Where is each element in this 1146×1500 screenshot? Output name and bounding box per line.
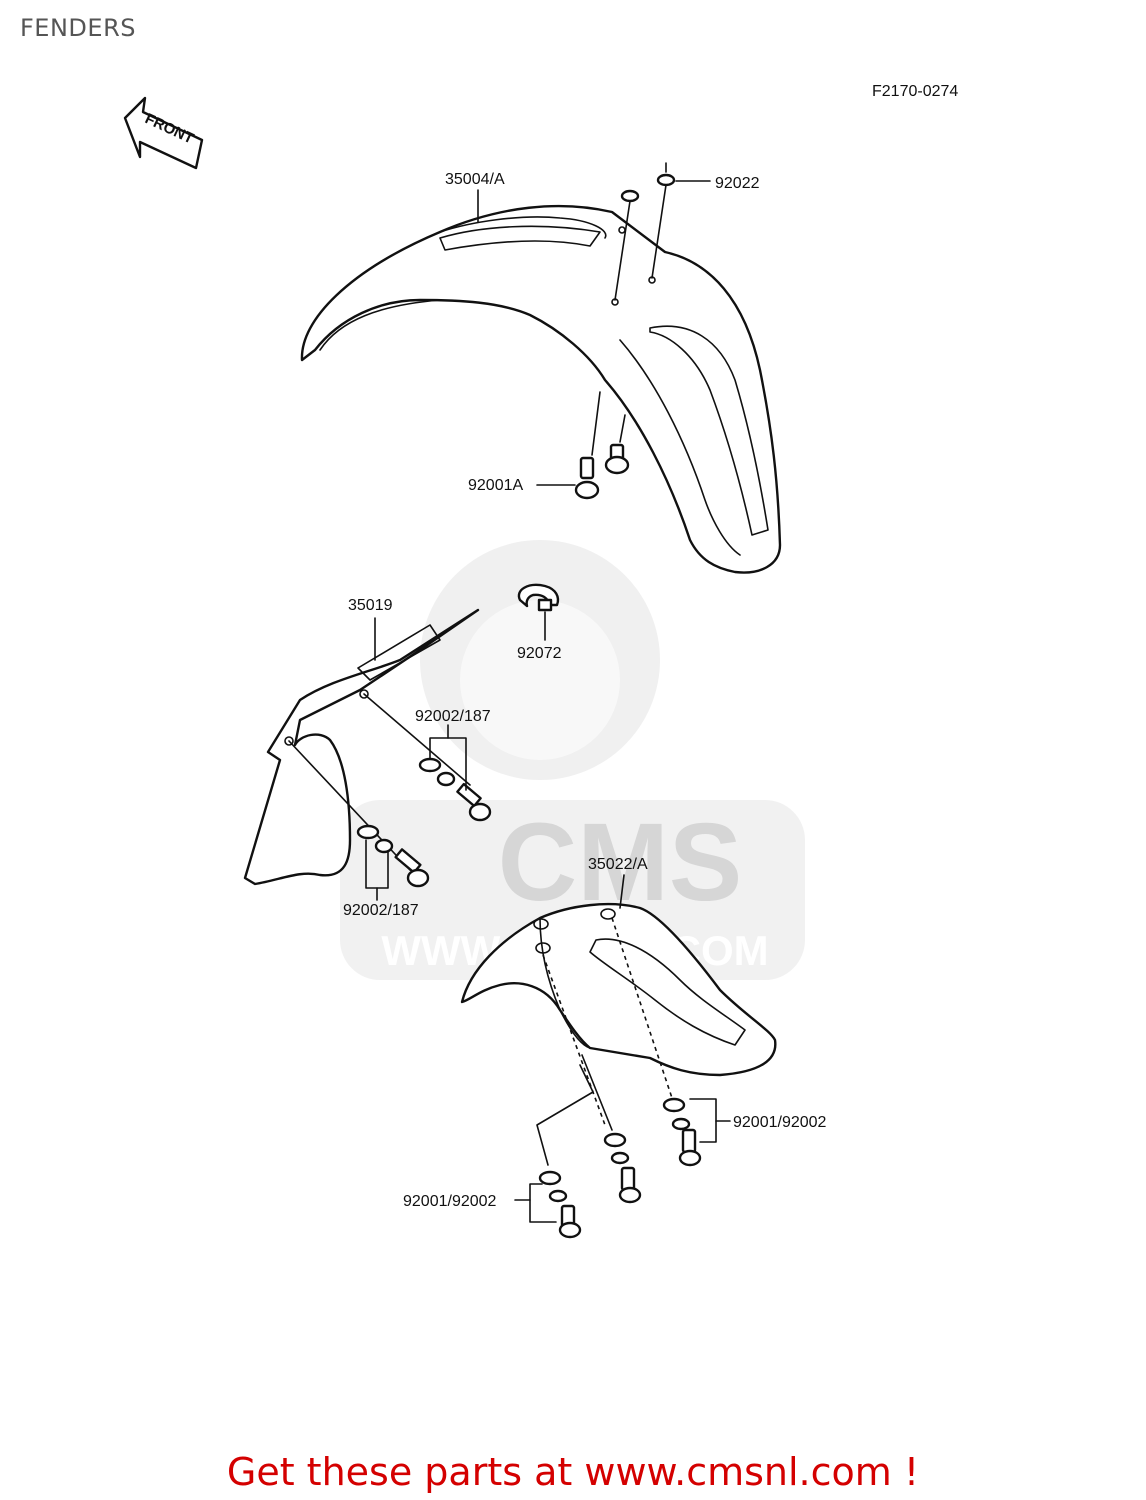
part-label-92072[interactable]: 92072 bbox=[517, 645, 562, 662]
bolt-head bbox=[618, 1186, 642, 1204]
washer bbox=[603, 1132, 627, 1148]
bolts-92001a bbox=[536, 391, 630, 500]
lock-washer bbox=[436, 771, 456, 787]
front-fender-body bbox=[300, 204, 782, 574]
clamp-tab bbox=[537, 598, 553, 612]
bolt-head bbox=[604, 455, 630, 475]
inner-fender-ridge bbox=[357, 624, 441, 681]
washer bbox=[418, 757, 442, 773]
leader-line bbox=[651, 184, 667, 279]
footer-link[interactable]: Get these parts at www.cmsnl.com ! bbox=[226, 1450, 920, 1494]
front-arrow: FRONT bbox=[123, 96, 204, 170]
bolt bbox=[579, 456, 595, 480]
rear-fender-body bbox=[460, 902, 777, 1077]
clamp-92072 bbox=[517, 583, 560, 641]
hardware-92002-lower bbox=[288, 740, 430, 901]
bolt-head bbox=[574, 480, 600, 500]
lock-washer bbox=[548, 1189, 568, 1203]
watermark-badge bbox=[340, 800, 805, 980]
rear-fender bbox=[460, 874, 777, 1077]
leader-line bbox=[619, 874, 625, 909]
page-title: FENDERS bbox=[20, 14, 136, 42]
hardware-92002-upper bbox=[363, 693, 492, 822]
inner-fender-body bbox=[243, 608, 480, 886]
front-fender bbox=[300, 204, 782, 574]
part-label-92002-lower[interactable]: 92002/187 bbox=[343, 902, 419, 919]
part-label-35022[interactable]: 35022/A bbox=[588, 856, 648, 873]
washers-92022 bbox=[614, 162, 711, 301]
front-fender-inner-line bbox=[619, 339, 741, 556]
part-label-92001a[interactable]: 92001A bbox=[468, 477, 523, 494]
leader-line bbox=[619, 414, 626, 443]
bolt-head bbox=[406, 868, 430, 888]
bolt bbox=[620, 1166, 636, 1192]
leader-line bbox=[363, 693, 471, 786]
fender-hole bbox=[284, 736, 294, 746]
bolt-head bbox=[468, 802, 492, 822]
front-fender-groove-front bbox=[649, 325, 769, 536]
washer bbox=[656, 173, 676, 187]
bolt bbox=[681, 1128, 697, 1154]
washer bbox=[662, 1097, 686, 1113]
washer bbox=[538, 1170, 562, 1186]
rear-fender-groove bbox=[589, 938, 746, 1046]
bracket-line bbox=[529, 1183, 557, 1223]
washer bbox=[356, 824, 380, 840]
hardware-92001-center bbox=[542, 954, 642, 1204]
leader-line bbox=[542, 954, 606, 1126]
hardware-92001-left bbox=[514, 1064, 594, 1239]
part-label-35019[interactable]: 35019 bbox=[348, 597, 393, 614]
bolt bbox=[456, 782, 482, 808]
lock-washer bbox=[374, 838, 394, 854]
inner-fender bbox=[243, 608, 480, 886]
part-label-92002-upper[interactable]: 92002/187 bbox=[415, 708, 491, 725]
rear-fender-edge bbox=[539, 917, 591, 1049]
front-fender-ridge bbox=[319, 216, 607, 351]
hardware-92001-right bbox=[611, 917, 731, 1167]
diagram-code: F2170-0274 bbox=[872, 83, 958, 100]
bolt bbox=[394, 848, 422, 874]
lock-washer bbox=[671, 1117, 691, 1131]
leader-line bbox=[581, 1054, 613, 1131]
washer bbox=[620, 189, 640, 203]
fender-hole bbox=[359, 689, 369, 699]
watermark-mascot-face bbox=[460, 600, 620, 760]
leader-line bbox=[536, 1064, 594, 1166]
bolt-head bbox=[678, 1149, 702, 1167]
fender-hole bbox=[600, 908, 616, 920]
part-label-92001-right[interactable]: 92001/92002 bbox=[733, 1114, 827, 1131]
fender-hole bbox=[533, 918, 549, 930]
part-label-35004[interactable]: 35004/A bbox=[445, 171, 505, 188]
leader-line bbox=[614, 200, 631, 301]
bolt-head bbox=[558, 1221, 582, 1239]
leader-line bbox=[591, 391, 601, 456]
front-arrow-shape bbox=[123, 96, 204, 170]
lock-washer bbox=[610, 1151, 630, 1165]
part-label-92022[interactable]: 92022 bbox=[715, 175, 760, 192]
part-label-92001-left[interactable]: 92001/92002 bbox=[403, 1193, 497, 1210]
fender-hole bbox=[535, 942, 551, 954]
front-fender-groove-top bbox=[439, 225, 601, 251]
